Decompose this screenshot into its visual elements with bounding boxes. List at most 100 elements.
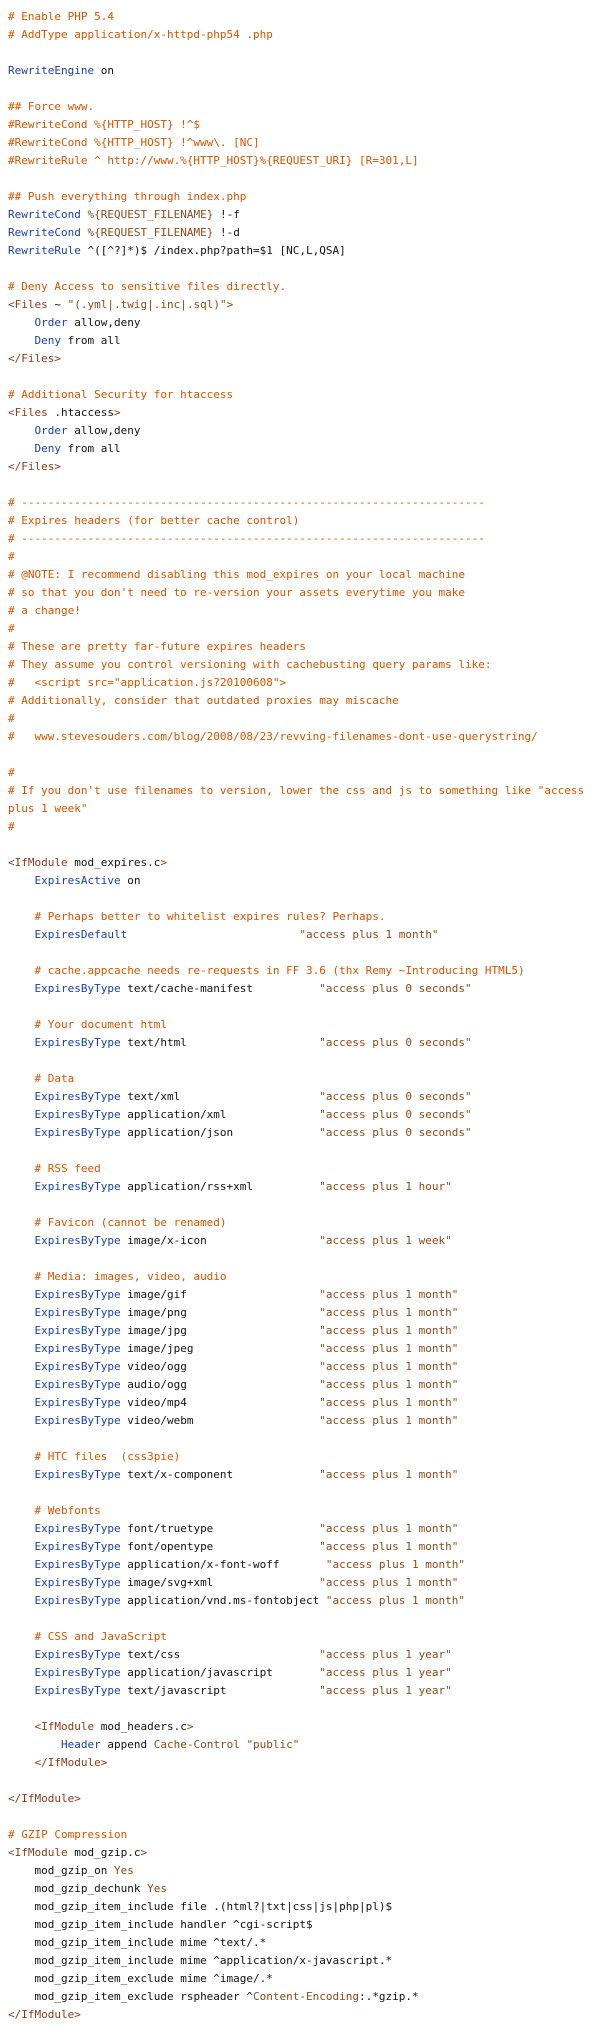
code-token-plain: application/rss+xml	[120, 1180, 320, 1193]
code-line	[8, 1430, 592, 1448]
code-token-plain: !-d	[213, 226, 240, 239]
code-token-kw: ExpiresByType	[34, 1036, 121, 1049]
code-token-plain	[8, 1558, 35, 1571]
code-token-plain: mod_gzip_item_include handler ^cgi-scrip…	[8, 1918, 313, 1931]
code-token-kw: ExpiresDefault	[34, 928, 128, 941]
code-token-plain: append	[100, 1738, 154, 1751]
code-line: mod_gzip_item_include mime ^text/.*	[8, 1934, 592, 1952]
code-token-comment: # These are pretty far-future expires he…	[8, 640, 307, 653]
code-line: <IfModule mod_gzip.c>	[8, 1844, 592, 1862]
code-token-comment: # Data	[34, 1072, 75, 1085]
code-token-str: "access plus 1 hour"	[319, 1180, 452, 1193]
code-line: #	[8, 548, 592, 566]
code-line: </IfModule>	[8, 1790, 592, 1808]
code-token-str: "access plus 0 seconds"	[319, 1090, 472, 1103]
code-token-plain: image/jpeg	[120, 1342, 320, 1355]
code-token-comment: #	[8, 820, 15, 833]
code-line: ExpiresByType application/json "access p…	[8, 1124, 592, 1142]
code-token-tag: <IfModule	[8, 1846, 68, 1859]
code-token-plain: .htaccess	[47, 406, 114, 419]
code-token-plain	[8, 1738, 61, 1751]
code-token-plain	[8, 1756, 35, 1769]
code-token-plain	[8, 1036, 35, 1049]
code-line: # www.stevesouders.com/blog/2008/08/23/r…	[8, 728, 592, 746]
code-token-plain: mod_gzip_on	[8, 1864, 114, 1877]
code-token-plain	[8, 334, 35, 347]
code-token-plain: mod_headers.c	[94, 1720, 187, 1733]
code-token-kw: ExpiresByType	[34, 1396, 121, 1409]
code-line	[8, 368, 592, 386]
code-line	[8, 890, 592, 908]
code-line: # HTC files (css3pie)	[8, 1448, 592, 1466]
code-token-plain: from all	[61, 334, 121, 347]
code-line	[8, 1772, 592, 1790]
code-token-plain	[8, 1648, 35, 1661]
code-token-plain	[8, 1162, 35, 1175]
code-token-plain: image/x-icon	[120, 1234, 320, 1247]
code-token-comment: ## Push everything through index.php	[8, 190, 247, 203]
code-line: Header append Cache-Control "public"	[8, 1736, 592, 1754]
code-token-kw: ExpiresByType	[34, 1288, 121, 1301]
code-token-str: "access plus 1 week"	[319, 1234, 452, 1247]
code-token-kw: ExpiresActive	[34, 874, 121, 887]
code-token-kw: ExpiresByType	[34, 1558, 121, 1571]
code-token-str: "access plus 0 seconds"	[319, 982, 472, 995]
code-token-tag: </IfModule>	[8, 1792, 81, 1805]
code-token-comment: # Favicon (cannot be renamed)	[34, 1216, 227, 1229]
code-token-comment: # If you don't use filenames to version,…	[8, 784, 591, 815]
code-line: #RewriteCond %{HTTP_HOST} !^$	[8, 116, 592, 134]
code-token-plain: video/webm	[120, 1414, 320, 1427]
code-token-plain: text/x-component	[120, 1468, 320, 1481]
code-token-str: "(.yml|.twig|.inc|.sql)"	[67, 298, 227, 311]
code-token-comment: #RewriteCond %{HTTP_HOST} !^$	[8, 118, 201, 131]
code-token-plain: text/cache-manifest	[120, 982, 320, 995]
code-token-comment: # www.stevesouders.com/blog/2008/08/23/r…	[8, 730, 538, 743]
code-line: Deny from all	[8, 332, 592, 350]
code-token-kw: Order	[34, 424, 68, 437]
code-token-comment: # They assume you control versioning wit…	[8, 658, 492, 671]
code-line	[8, 170, 592, 188]
code-token-kw: Deny	[34, 442, 62, 455]
code-line: # --------------------------------------…	[8, 530, 592, 548]
code-line	[8, 80, 592, 98]
code-token-plain	[8, 1576, 35, 1589]
code-token-kw: ExpiresByType	[34, 1648, 121, 1661]
code-token-plain: text/html	[120, 1036, 320, 1049]
code-token-comment: #	[8, 766, 15, 779]
code-line: </IfModule>	[8, 2006, 592, 2024]
code-token-str: "access plus 1 month"	[319, 1378, 459, 1391]
code-token-tag: <Files	[8, 406, 48, 419]
code-line: ExpiresByType text/xml "access plus 0 se…	[8, 1088, 592, 1106]
code-token-plain: application/javascript	[120, 1666, 320, 1679]
code-line: ExpiresByType text/javascript "access pl…	[8, 1682, 592, 1700]
code-line: ExpiresByType image/svg+xml "access plus…	[8, 1574, 592, 1592]
code-line: # <script src="application.js?20100608">	[8, 674, 592, 692]
code-token-kw: ExpiresByType	[34, 1540, 121, 1553]
code-token-comment: #RewriteCond %{HTTP_HOST} !^www\. [NC]	[8, 136, 260, 149]
code-line: # CSS and JavaScript	[8, 1628, 592, 1646]
code-line: # GZIP Compression	[8, 1826, 592, 1844]
code-token-plain	[8, 1090, 35, 1103]
code-token-plain	[8, 1216, 35, 1229]
code-line: ExpiresByType image/jpg "access plus 1 m…	[8, 1322, 592, 1340]
code-line: mod_gzip_item_include mime ^application/…	[8, 1952, 592, 1970]
code-line: mod_gzip_on Yes	[8, 1862, 592, 1880]
code-token-plain: ~	[47, 298, 68, 311]
code-token-plain: allow,deny	[67, 316, 141, 329]
code-token-str: "access plus 1 month"	[325, 1558, 465, 1571]
code-line: ExpiresByType text/html "access plus 0 s…	[8, 1034, 592, 1052]
code-line: ExpiresByType text/x-component "access p…	[8, 1466, 592, 1484]
code-token-comment: # Deny Access to sensitive files directl…	[8, 280, 287, 293]
code-line: # Deny Access to sensitive files directl…	[8, 278, 592, 296]
code-token-str: "access plus 1 month"	[319, 1324, 459, 1337]
code-token-kw: ExpiresByType	[34, 1306, 121, 1319]
code-token-comment: #	[8, 712, 15, 725]
code-line	[8, 1250, 592, 1268]
code-token-plain: :.*gzip.*	[359, 1990, 419, 2003]
code-token-var: Cache-Control	[153, 1738, 240, 1751]
code-token-plain: mod_gzip_item_include mime ^text/.*	[8, 1936, 267, 1949]
code-token-kw: Order	[34, 316, 68, 329]
code-token-var: %{REQUEST_FILENAME}	[87, 208, 214, 221]
code-token-kw: ExpiresByType	[34, 1684, 121, 1697]
code-token-plain	[8, 1288, 35, 1301]
